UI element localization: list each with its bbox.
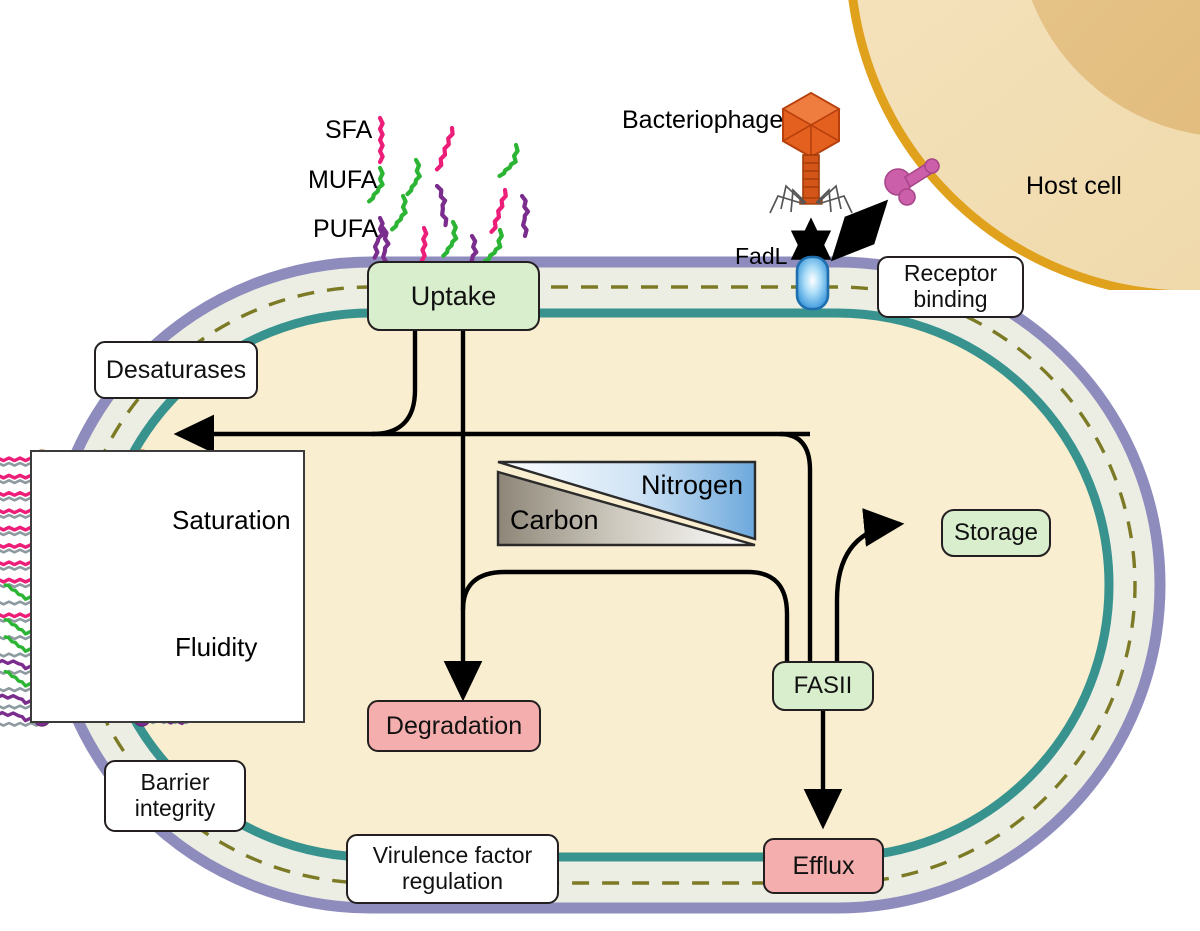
fatty-acid-pufa xyxy=(434,183,449,228)
lipid-legend-glyphs xyxy=(367,115,385,260)
fatty-acid-mufa xyxy=(482,227,504,264)
legend-label-mufa: MUFA xyxy=(308,166,378,194)
fluidity-label: Fluidity xyxy=(175,632,258,662)
fasii-label: FASII xyxy=(793,671,853,699)
pathway-arrows xyxy=(173,330,905,830)
legend-label-sfa: SFA xyxy=(325,116,373,144)
saturation-label: Saturation xyxy=(172,505,291,535)
virulence-regulation-box[interactable]: Virulence factor regulation xyxy=(346,834,559,904)
receptor-binding-box[interactable]: Receptor binding xyxy=(877,256,1024,318)
nutrient-gradient-graphic xyxy=(496,460,757,547)
membrane-inset-frame xyxy=(30,450,305,723)
virulence-line2: regulation xyxy=(401,868,504,894)
fatty-acid-pufa xyxy=(380,225,391,271)
fadl-channel-icon xyxy=(795,255,830,311)
fadl-label: FadL xyxy=(735,243,788,269)
bacterial-cell-envelope xyxy=(42,256,1166,914)
desaturases-box[interactable]: Desaturases xyxy=(94,341,258,399)
fatty-acid-sfa xyxy=(489,187,508,234)
bacteriophage-label: Bacteriophage xyxy=(622,106,784,134)
fatty-acid-mufa xyxy=(497,142,520,179)
virulence-line1: Virulence factor xyxy=(372,842,533,869)
bacteriophage-icon xyxy=(769,91,853,214)
fatty-acid-pufa xyxy=(519,193,531,239)
barrier-integrity-line2: integrity xyxy=(134,795,216,821)
desaturases-label: Desaturases xyxy=(105,356,247,384)
free-fatty-acids xyxy=(380,125,531,279)
storage-box[interactable]: Storage xyxy=(941,509,1051,557)
degradation-box[interactable]: Degradation xyxy=(367,700,541,752)
barrier-integrity-box[interactable]: Barrier integrity xyxy=(104,760,246,832)
fatty-acid-mufa xyxy=(405,157,422,197)
storage-label: Storage xyxy=(953,518,1039,546)
legend-glyph-pufa xyxy=(372,215,385,260)
barrier-integrity-line1: Barrier xyxy=(140,769,210,796)
arrow-fasii-to-storage xyxy=(834,508,905,672)
fatty-acid-sfa xyxy=(434,125,455,172)
receptor-binding-line1: Receptor xyxy=(903,260,998,287)
receptor-binding-line2: binding xyxy=(913,286,988,312)
carbon-label: Carbon xyxy=(510,505,599,535)
arrow-fadl-receptor xyxy=(830,199,889,262)
host-cell xyxy=(848,0,1200,290)
fatty-acid-mufa xyxy=(390,193,408,232)
uptake-box[interactable]: Uptake xyxy=(367,261,540,331)
fasii-box[interactable]: FASII xyxy=(772,661,874,711)
legend-glyph-mufa xyxy=(367,165,385,204)
legend-label-pufa: PUFA xyxy=(313,215,379,243)
receptor-icon xyxy=(884,158,940,206)
uptake-label: Uptake xyxy=(410,280,497,311)
legend-glyph-sfa xyxy=(377,115,385,165)
efflux-label: Efflux xyxy=(792,852,855,880)
fatty-acid-mufa xyxy=(441,219,459,258)
host-cell-label: Host cell xyxy=(1026,172,1122,200)
degradation-label: Degradation xyxy=(385,712,523,740)
arrow-fasii-riser xyxy=(779,431,813,672)
efflux-box[interactable]: Efflux xyxy=(763,838,884,894)
nitrogen-label: Nitrogen xyxy=(641,470,744,500)
arrow-fasii-to-degradation-loop xyxy=(460,569,790,672)
